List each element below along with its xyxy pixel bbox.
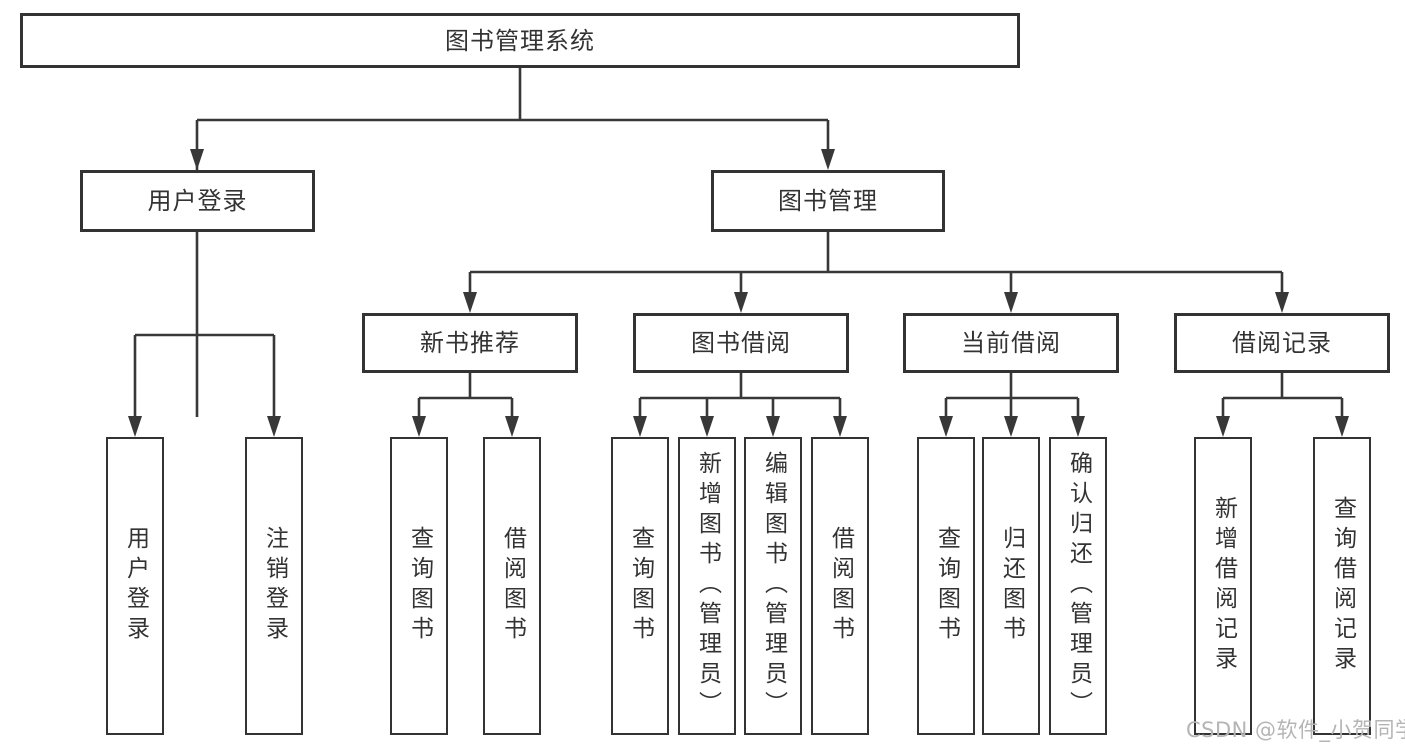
arrow-icon	[1004, 416, 1018, 437]
connector-bookmgmt-to-level3	[468, 232, 1284, 294]
leaf-current-query-books: 查询图书	[917, 437, 975, 735]
arrow-icon	[833, 416, 847, 437]
arrow-icon	[1335, 416, 1349, 437]
node-current-borrowing: 当前借阅	[903, 313, 1119, 373]
connector-records-branch	[1221, 373, 1344, 418]
connector-borrowing-branch	[638, 373, 842, 418]
connector-recommend-branch	[417, 373, 514, 418]
csdn-watermark: CSDN @软件_小贺同学	[1186, 718, 1405, 742]
arrow-icon	[633, 416, 647, 437]
arrow-icon	[412, 416, 426, 437]
arrow-icon	[939, 416, 953, 437]
leaf-borrowing-query-books: 查询图书	[611, 437, 669, 735]
arrow-icon	[1004, 292, 1018, 313]
arrow-icon	[1275, 292, 1289, 313]
leaf-user-login: 用户登录	[106, 437, 164, 735]
connector-userlogin-branch	[133, 333, 276, 418]
leaf-recommend-borrow-books: 借阅图书	[483, 437, 541, 735]
node-root-system: 图书管理系统	[20, 13, 1020, 68]
arrow-icon	[821, 149, 835, 170]
leaf-borrowing-add-books-admin: 新增图书（管理员）	[678, 437, 736, 735]
leaf-current-return-books: 归还图书	[982, 437, 1040, 735]
arrow-icon	[463, 292, 477, 313]
connector-current-branch	[944, 373, 1080, 418]
arrow-icon	[1071, 416, 1085, 437]
node-user-login: 用户登录	[80, 170, 315, 232]
arrow-icon	[734, 292, 748, 313]
arrow-icon	[505, 416, 519, 437]
arrow-icon	[766, 416, 780, 437]
leaf-borrowing-edit-books-admin: 编辑图书（管理员）	[744, 437, 802, 735]
node-book-borrowing: 图书借阅	[633, 313, 849, 373]
leaf-borrowing-borrow-books: 借阅图书	[811, 437, 869, 735]
leaf-current-confirm-return-admin: 确认归还（管理员）	[1049, 437, 1107, 735]
arrow-icon	[700, 416, 714, 437]
leaf-records-query-record: 查询借阅记录	[1313, 437, 1371, 735]
arrow-icon	[1216, 416, 1230, 437]
node-new-book-recommend: 新书推荐	[362, 313, 578, 373]
arrow-icon	[267, 416, 281, 437]
leaf-recommend-query-books: 查询图书	[390, 437, 448, 735]
node-book-management: 图书管理	[711, 170, 945, 232]
node-borrowing-records: 借阅记录	[1174, 313, 1390, 373]
arrow-icon	[128, 416, 142, 437]
arrow-icon	[190, 149, 204, 170]
leaf-records-add-record: 新增借阅记录	[1194, 437, 1252, 735]
leaf-logout: 注销登录	[245, 437, 303, 735]
